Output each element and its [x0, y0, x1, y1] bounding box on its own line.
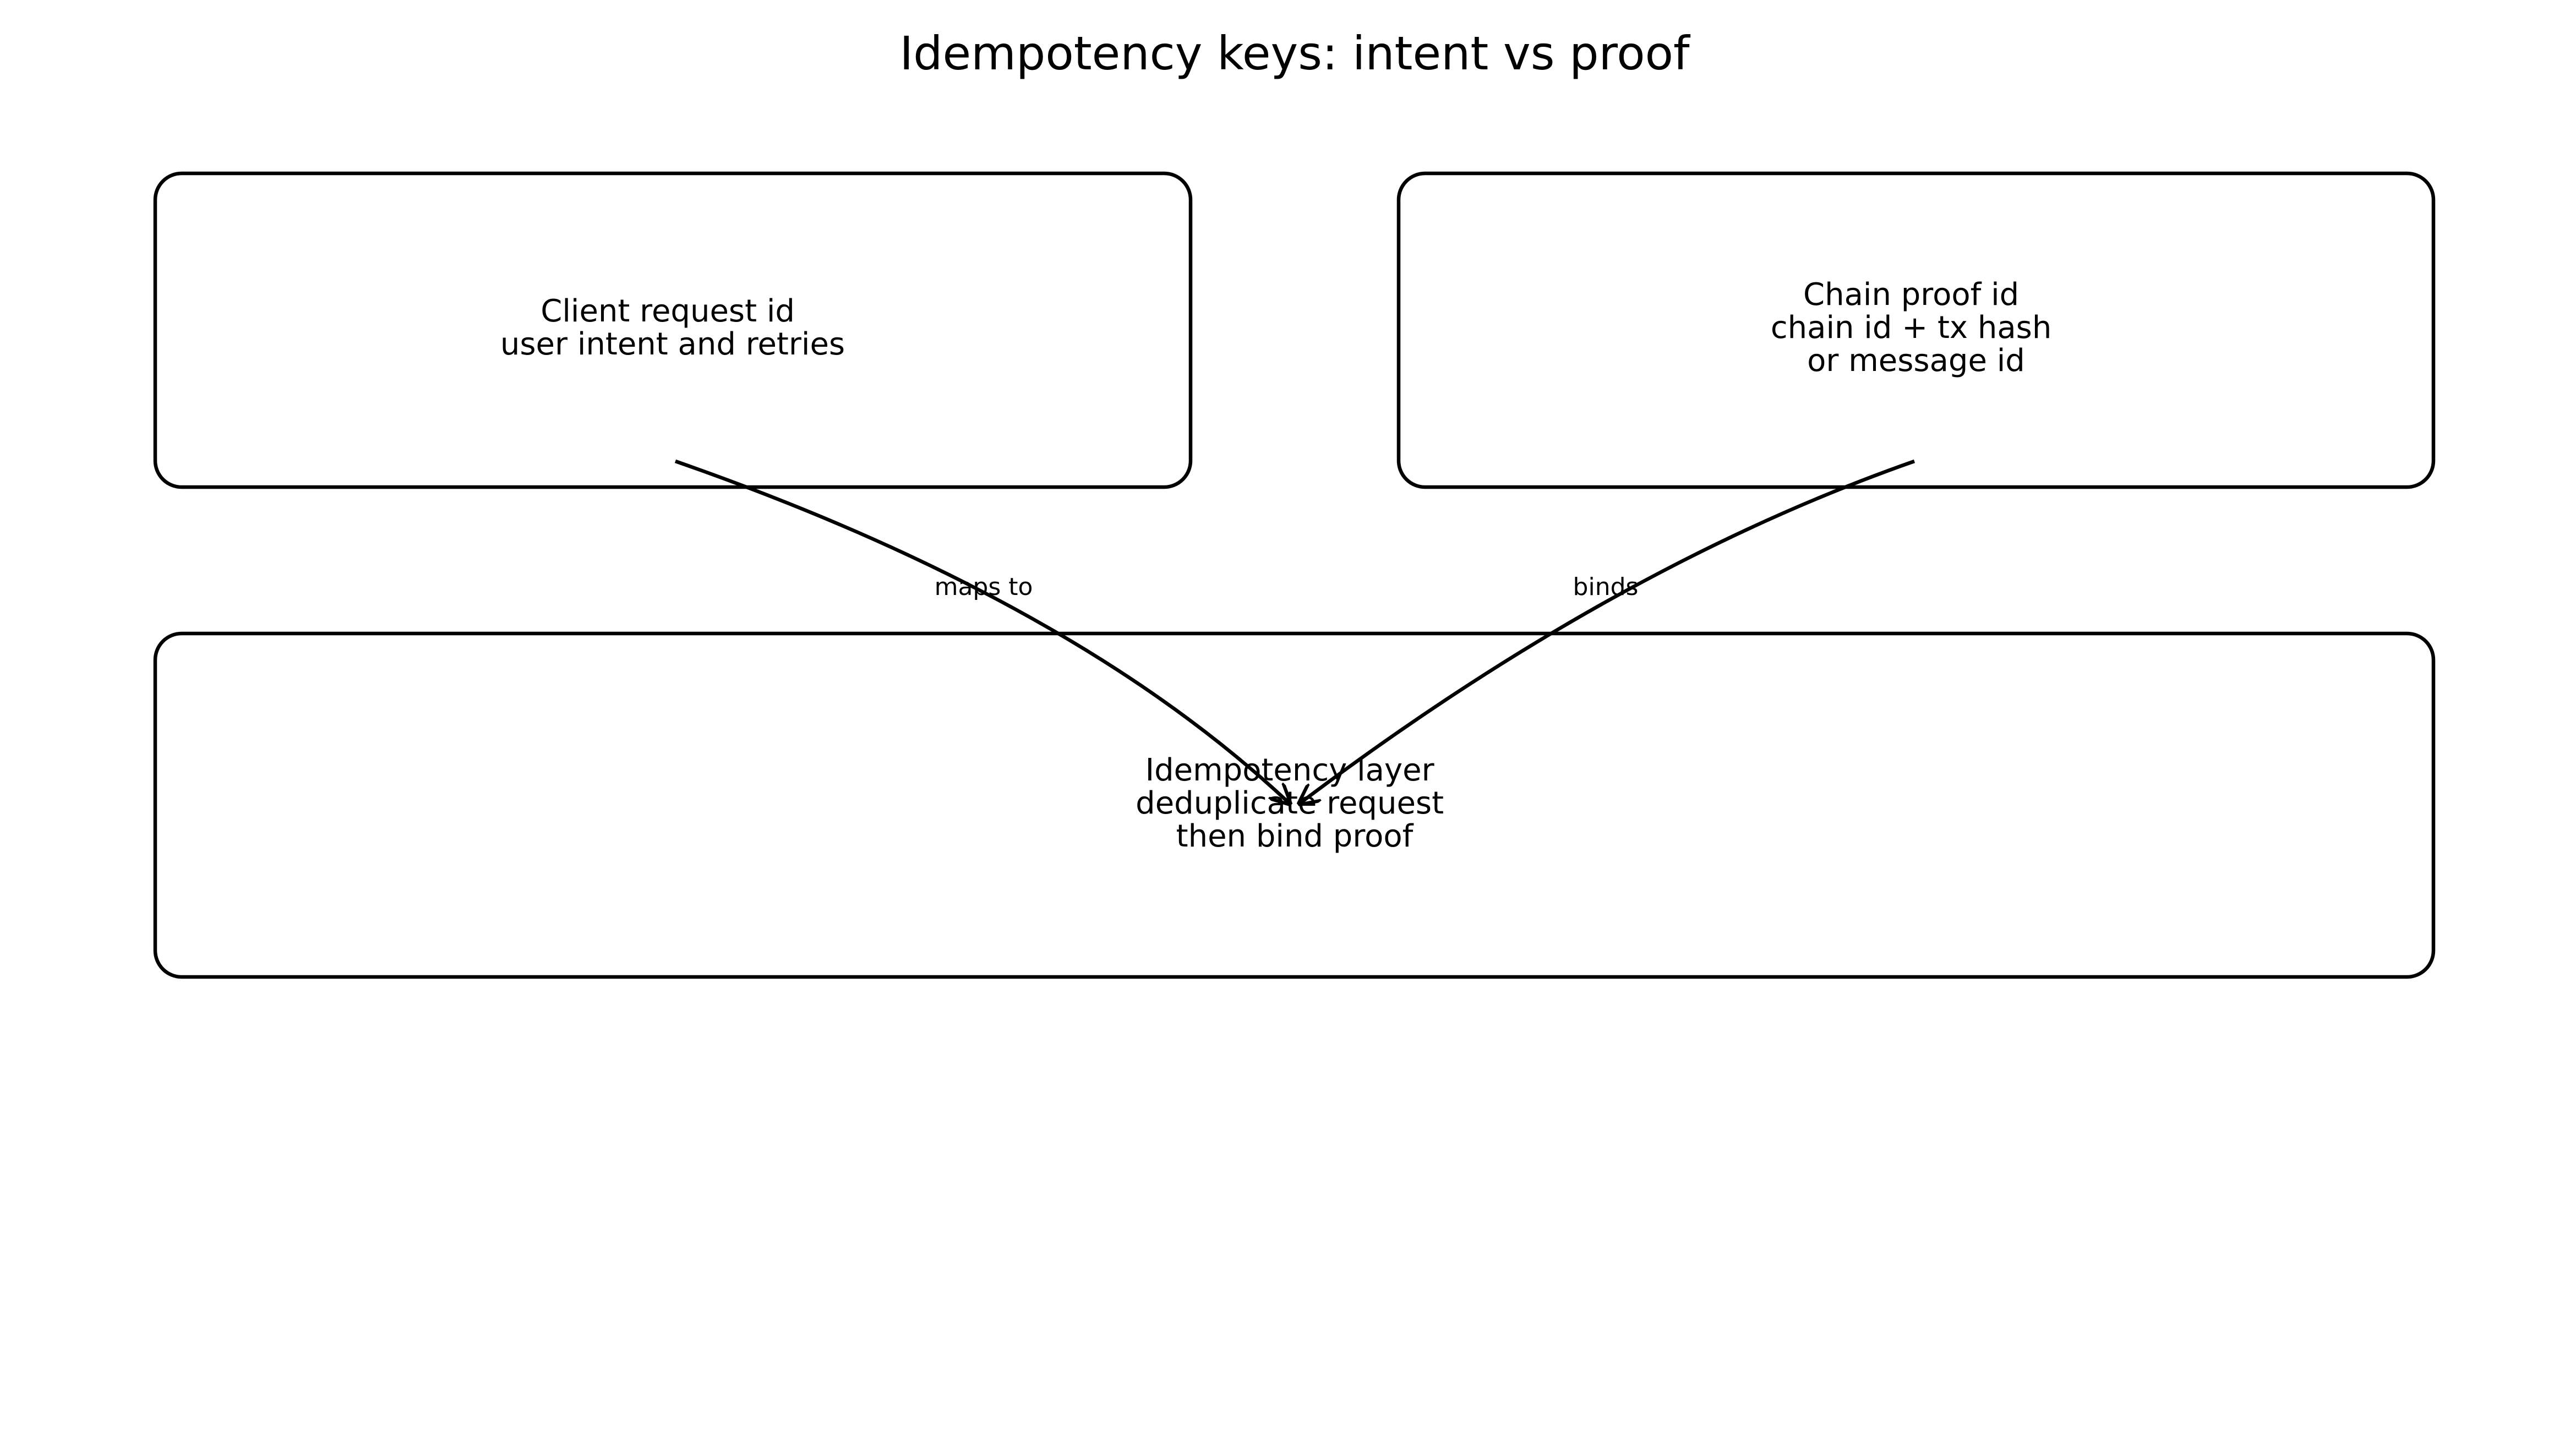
node-idempotency-layer: Idempotency layer deduplicate request th… [153, 631, 2436, 979]
node-chain-line-1: Chain proof id [1803, 277, 2019, 313]
node-layer-line-1: Idempotency layer [1145, 752, 1435, 788]
node-chain-proof-id: Chain proof id chain id + tx hash or mes… [1396, 171, 2436, 489]
node-layer-label: Idempotency layer deduplicate request th… [1136, 752, 1454, 854]
node-chain-line-3: or message id [1807, 343, 2025, 379]
edge-chain-to-layer-label: binds [1573, 573, 1639, 601]
node-client-line-1: Client request id [541, 293, 795, 329]
node-client-request-id: Client request id user intent and retrie… [153, 171, 1193, 489]
node-layer-box [153, 631, 2436, 979]
edge-chain-to-layer-arrow [1300, 459, 1915, 804]
node-chain-line-2: chain id + tx hash [1771, 310, 2051, 346]
diagram-title: Idempotency keys: intent vs proof [899, 26, 1691, 80]
node-client-box [153, 171, 1193, 489]
edge-client-to-layer-arrow [674, 459, 1290, 804]
edge-chain-to-layer: binds [1300, 459, 1915, 804]
node-client-label: Client request id user intent and retrie… [500, 293, 845, 362]
node-layer-line-3: then bind proof [1176, 818, 1414, 854]
node-chain-box [1396, 171, 2436, 489]
edge-client-to-layer-label: maps to [935, 573, 1033, 601]
edge-client-to-layer: maps to [674, 459, 1290, 804]
node-chain-label: Chain proof id chain id + tx hash or mes… [1771, 277, 2061, 379]
node-client-line-2: user intent and retries [500, 326, 845, 362]
